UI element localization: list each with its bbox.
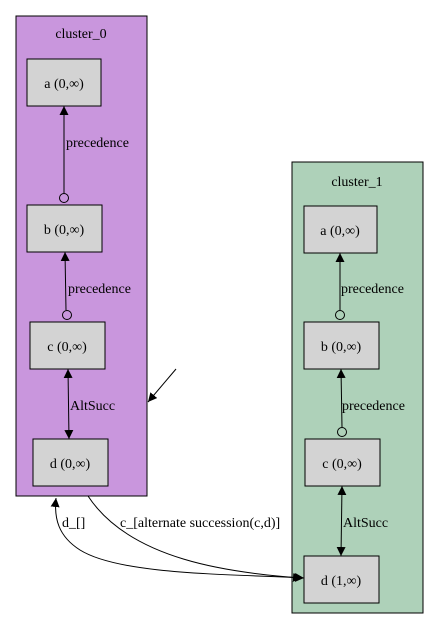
node-label: c (0,∞) — [47, 340, 87, 355]
edge-cross-d: d_[] — [50, 497, 305, 583]
node-c1-a[interactable]: a (0,∞) — [303, 205, 378, 254]
edge-line — [63, 368, 74, 440]
node-box — [26, 58, 102, 107]
edge-tail-circle — [337, 427, 347, 437]
node-label: d (0,∞) — [50, 457, 91, 472]
edge-label: d_[] — [62, 516, 85, 531]
edge-label: AltSucc — [70, 399, 115, 414]
edge-tail-circle — [335, 310, 345, 320]
edge-line — [336, 485, 347, 557]
node-c0-c[interactable]: c (0,∞) — [29, 321, 106, 370]
node-c0-b[interactable]: b (0,∞) — [26, 204, 103, 253]
node-label: b (0,∞) — [44, 223, 85, 238]
edge-label: precedence — [342, 399, 405, 414]
node-box — [26, 204, 103, 253]
edge-c1-c-d: AltSucc — [336, 485, 388, 557]
node-c1-d[interactable]: d (1,∞) — [303, 555, 380, 604]
edge-cluster-0-pointer — [147, 368, 177, 403]
edge-label: precedence — [68, 282, 131, 297]
node-c0-d[interactable]: d (0,∞) — [32, 438, 109, 487]
edge-label: c_[alternate succession(c,d)] — [120, 516, 280, 531]
edge-label: AltSucc — [343, 516, 388, 531]
edge-line — [60, 251, 70, 311]
edge-c0-b-a: precedence — [59, 106, 129, 203]
node-box — [303, 555, 380, 604]
node-c1-b[interactable]: b (0,∞) — [303, 321, 380, 370]
edge-label: precedence — [66, 136, 129, 151]
edge-line — [147, 368, 177, 403]
node-label: d (1,∞) — [321, 574, 362, 589]
edge-c1-b-a: precedence — [335, 253, 404, 320]
node-label: c (0,∞) — [322, 457, 362, 472]
edge-c0-c-b: precedence — [60, 251, 131, 320]
edge-line — [87, 495, 303, 582]
node-label: a (0,∞) — [44, 77, 84, 92]
edge-line — [50, 497, 305, 583]
node-box — [29, 321, 106, 370]
node-c1-c[interactable]: c (0,∞) — [304, 438, 381, 487]
edge-c0-c-d: AltSucc — [63, 368, 115, 440]
cluster-1-title: cluster_1 — [331, 175, 382, 190]
edge-tail-circle — [59, 193, 69, 203]
node-box — [32, 438, 109, 487]
edge-label: precedence — [341, 282, 404, 297]
cluster-0-title: cluster_0 — [55, 27, 106, 42]
node-label: b (0,∞) — [321, 340, 362, 355]
edge-cross-c: c_[alternate succession(c,d)] — [87, 495, 303, 582]
edge-line — [336, 368, 346, 428]
edge-c1-c-b: precedence — [336, 368, 405, 437]
node-box — [304, 438, 381, 487]
edge-tail-circle — [62, 310, 72, 320]
node-c0-a[interactable]: a (0,∞) — [26, 58, 102, 107]
node-label: a (0,∞) — [320, 224, 360, 239]
